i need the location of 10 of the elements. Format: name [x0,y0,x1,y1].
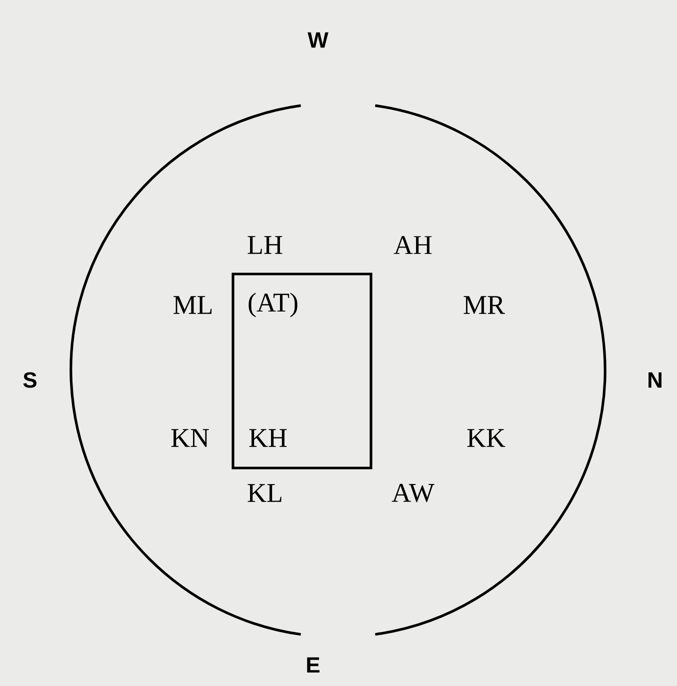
position-label: AW [392,484,434,502]
position-label: MR [464,296,505,314]
position-label: AH [394,236,432,254]
compass-label: E [307,657,320,673]
box-label: (AT) [248,292,298,318]
compass-label: N [648,372,662,388]
compass-label: W [308,32,328,48]
position-label: KK [467,429,506,447]
box-label: KH [249,429,287,447]
compass-label: S [23,372,36,388]
